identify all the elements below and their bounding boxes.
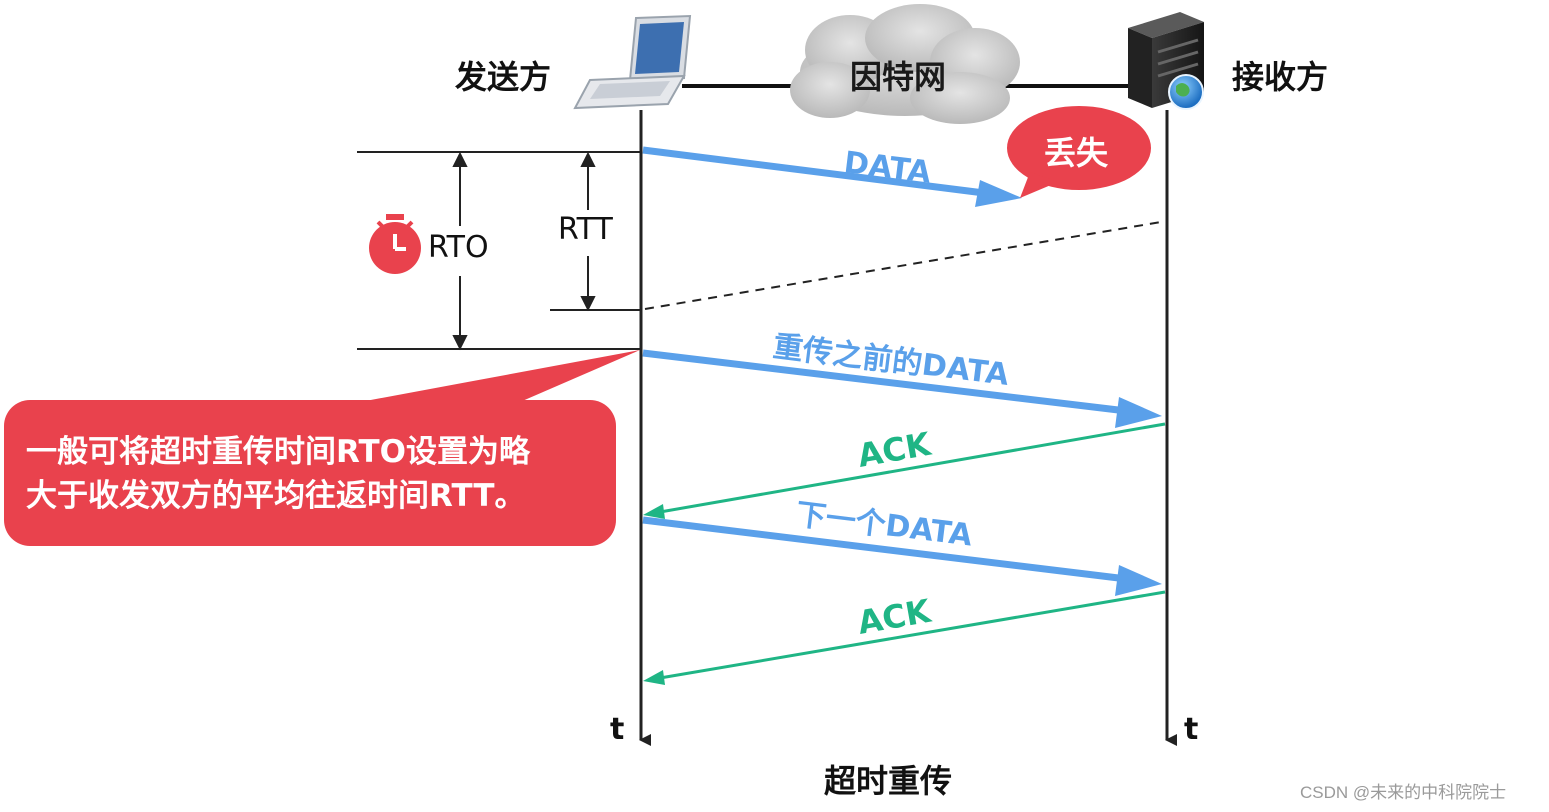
- lost-label: 丢失: [1044, 134, 1109, 172]
- sender-label: 发送方: [455, 58, 552, 96]
- ack-arrow-2: [659, 590, 1166, 680]
- rto-label: RTO: [428, 230, 489, 265]
- stopwatch-icon: [369, 214, 421, 274]
- note-line-1: 一般可将超时重传时间RTO设置为略: [26, 434, 530, 470]
- ack-arrow-2-head: [643, 670, 665, 685]
- rto-span-arrow: [452, 151, 468, 351]
- note-line-2: 大于收发双方的平均往返时间RTT。: [26, 478, 526, 514]
- diagram-caption: 超时重传: [824, 762, 953, 800]
- data-arrow-lost: [642, 146, 1001, 199]
- ack-arrow-1-head: [643, 504, 665, 519]
- timeout-dashed-line: [644, 220, 1168, 310]
- watermark: CSDN @未来的中科院院士: [1300, 783, 1507, 802]
- next-data-arrow-head: [1115, 565, 1162, 596]
- receiver-label: 接收方: [1232, 58, 1329, 96]
- next-data-arrow: [642, 516, 1136, 584]
- receiver-time-axis-label: t: [1184, 712, 1199, 747]
- rtt-span-arrow: [580, 151, 596, 312]
- rtt-label: RTT: [556, 212, 615, 247]
- retransmit-data-arrow: [642, 349, 1136, 416]
- data-arrow-lost-head: [975, 180, 1022, 207]
- retransmit-data-arrow-head: [1115, 397, 1162, 428]
- internet-label: 因特网: [850, 58, 947, 96]
- server-icon: [1128, 12, 1204, 110]
- note-pointer: [360, 350, 640, 402]
- cloud-icon: [790, 4, 1020, 124]
- note-callout: 一般可将超时重传时间RTO设置为略 大于收发双方的平均往返时间RTT。: [4, 400, 616, 546]
- sender-time-axis-label: t: [610, 712, 625, 747]
- lost-bubble: [1007, 106, 1151, 198]
- ack-arrow-1: [659, 422, 1166, 514]
- laptop-icon: [573, 14, 692, 110]
- data-label: DATA: [842, 145, 934, 190]
